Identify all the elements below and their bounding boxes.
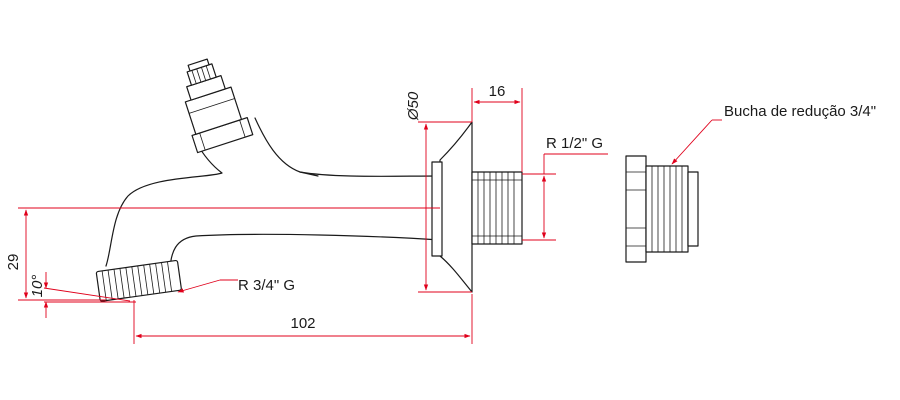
dimension-102-label: 102	[290, 315, 315, 332]
dimension-29: 29	[5, 207, 440, 301]
dimension-angle-label: 10°	[29, 275, 46, 298]
wall-flange	[431, 121, 473, 293]
dimension-diameter-label: Ø50	[405, 91, 422, 121]
dimension-wall-thread: R 1/2" G	[522, 135, 608, 241]
outlet-thread-label: R 3/4" G	[238, 277, 295, 294]
dimension-angle-10: 10°	[29, 272, 136, 318]
dimension-102: 102	[133, 294, 473, 344]
dimension-29-label: 29	[5, 254, 22, 271]
dimension-16: 16	[471, 83, 523, 172]
wall-thread-label: R 1/2" G	[546, 135, 603, 152]
faucet-body	[95, 58, 441, 302]
reducer-label: Bucha de redução 3/4"	[724, 103, 876, 120]
reducer-bushing	[625, 155, 699, 263]
outlet-thread-leader: R 3/4" G	[177, 277, 295, 294]
reducer-leader: Bucha de redução 3/4"	[671, 103, 876, 165]
wall-thread	[471, 171, 523, 245]
dimension-16-label: 16	[489, 83, 506, 100]
dimension-diameter-50: Ø50	[405, 91, 472, 293]
